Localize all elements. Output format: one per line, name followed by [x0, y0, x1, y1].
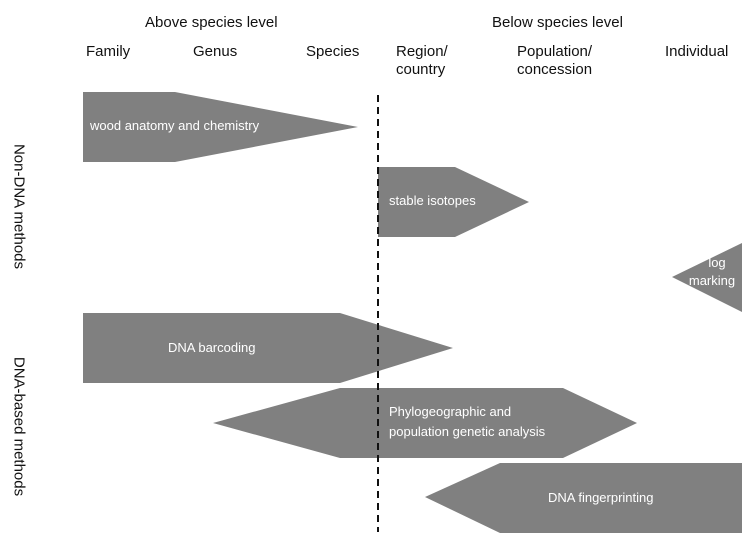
column-region-line2: country [396, 61, 446, 78]
column-population-concession: Population/ concession [517, 43, 592, 79]
column-species: Species [306, 43, 360, 60]
dna-barcoding-label: DNA barcoding [168, 340, 255, 355]
column-family: Family [86, 43, 131, 60]
column-region-country: Region/ country [396, 43, 448, 79]
column-population-line2: concession [517, 61, 593, 78]
column-population-line1: Population/ [517, 43, 593, 60]
column-genus: Genus [193, 43, 238, 60]
wood-anatomy-label: wood anatomy and chemistry [89, 118, 260, 133]
dna-barcoding-arrow [83, 313, 453, 383]
stable-isotopes-label: stable isotopes [389, 193, 476, 208]
wood-anatomy-arrow [83, 92, 358, 162]
log-marking-label-line1: log [708, 255, 725, 270]
log-marking-arrow [672, 243, 742, 312]
phylogeographic-label-line2: population genetic analysis [389, 424, 546, 439]
log-marking-label-line2: marking [689, 273, 735, 288]
column-region-line1: Region/ [396, 43, 448, 60]
below-species-header: Below species level [492, 14, 623, 31]
dna-fingerprinting-arrow [425, 463, 742, 533]
dna-fingerprinting-label: DNA fingerprinting [548, 490, 654, 505]
column-individual: Individual [665, 43, 729, 60]
stable-isotopes-arrow [378, 167, 529, 237]
phylogeographic-label-line1: Phylogeographic and [389, 404, 511, 419]
above-species-header: Above species level [145, 14, 278, 31]
phylogeographic-arrow [213, 388, 637, 458]
